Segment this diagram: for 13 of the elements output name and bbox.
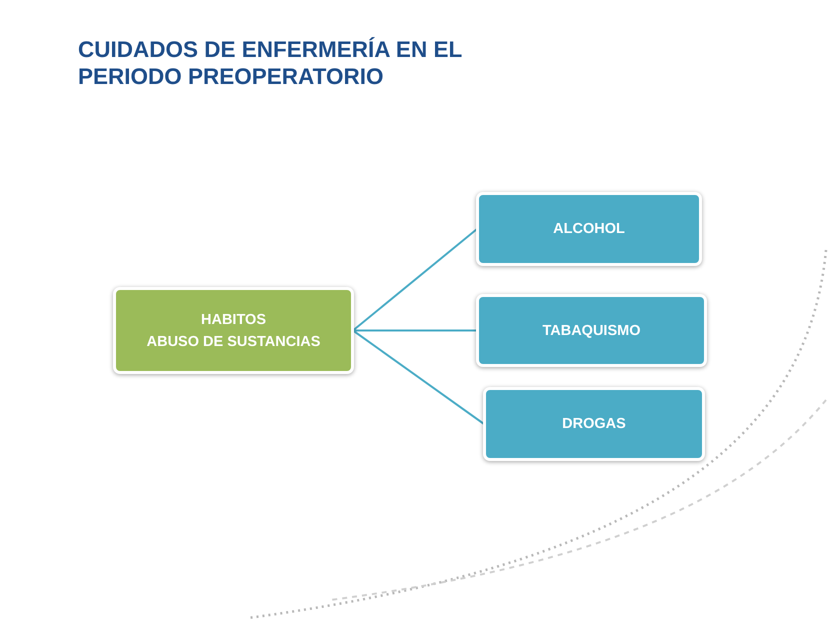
box-label: DROGAS (562, 415, 626, 434)
item-box (476, 294, 707, 367)
box-label: HABITOS (201, 310, 266, 330)
box-label: TABAQUISMO (542, 322, 640, 340)
item-box (483, 387, 705, 461)
connector-line (353, 330, 477, 332)
box-label: ALCOHOL (553, 220, 625, 239)
connector-line (352, 330, 485, 425)
item-box (476, 192, 702, 266)
box-label: ABUSO DE SUSTANCIAS (146, 332, 320, 352)
category-box (113, 287, 354, 374)
connector-line (352, 228, 478, 332)
slide-title: CUIDADOS DE ENFERMERÍA EN EL PERIODO PREOPERATORIO (78, 36, 463, 90)
